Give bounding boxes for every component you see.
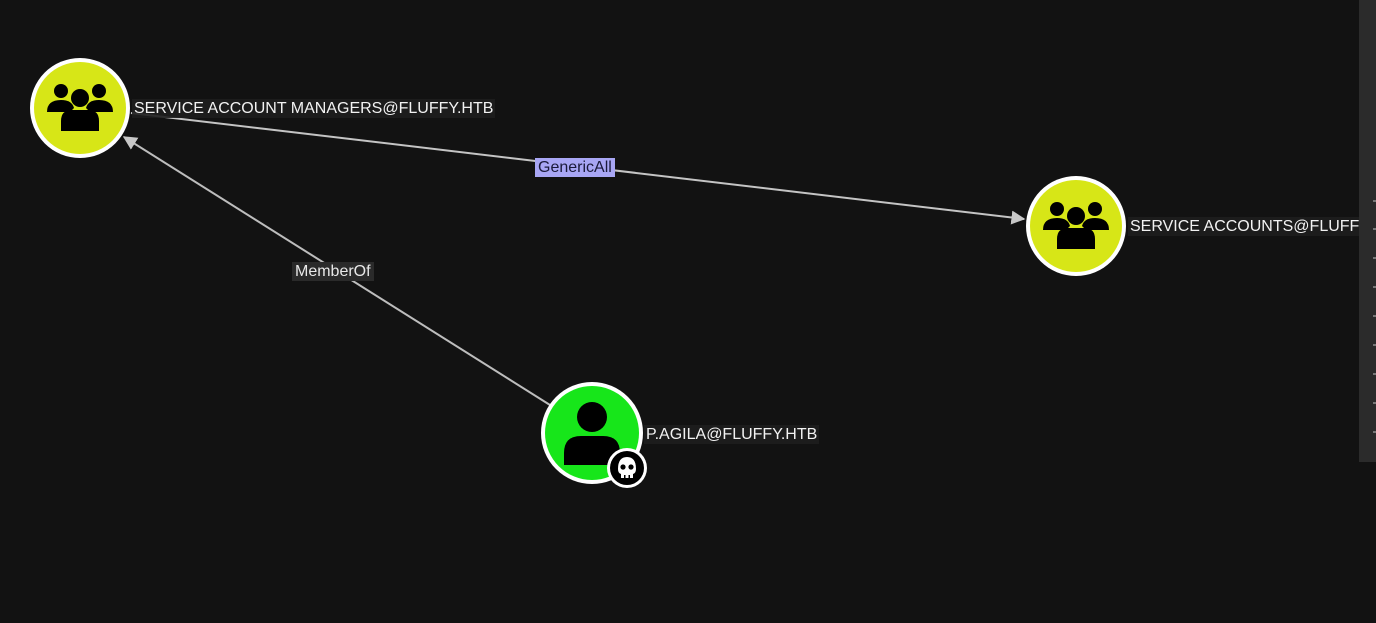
panel-tick [1373, 373, 1376, 375]
edge-label-genericall[interactable]: GenericAll [535, 158, 615, 177]
skull-badge [607, 448, 647, 488]
users-group-icon [1043, 202, 1109, 249]
edge-label-memberof[interactable]: MemberOf [292, 262, 374, 281]
node-service-accounts[interactable] [1026, 176, 1126, 276]
panel-tick [1373, 257, 1376, 259]
side-panel-collapsed[interactable] [1359, 0, 1376, 462]
panel-tick [1373, 286, 1376, 288]
panel-tick [1373, 344, 1376, 346]
panel-tick [1373, 200, 1376, 202]
panel-tick [1373, 228, 1376, 230]
node-label-service-account-managers[interactable]: SERVICE ACCOUNT MANAGERS@FLUFFY.HTB [132, 99, 496, 118]
user-icon [564, 402, 620, 465]
panel-tick [1373, 402, 1376, 404]
node-p-agila[interactable] [541, 382, 647, 488]
users-group-icon [47, 84, 113, 131]
node-label-p-agila[interactable]: P.AGILA@FLUFFY.HTB [644, 425, 820, 444]
node-service-account-managers[interactable] [30, 58, 130, 158]
skull-icon [618, 457, 636, 478]
panel-tick [1373, 431, 1376, 433]
panel-tick [1373, 315, 1376, 317]
node-label-service-accounts[interactable]: SERVICE ACCOUNTS@FLUFFY.HTB [1128, 217, 1376, 236]
